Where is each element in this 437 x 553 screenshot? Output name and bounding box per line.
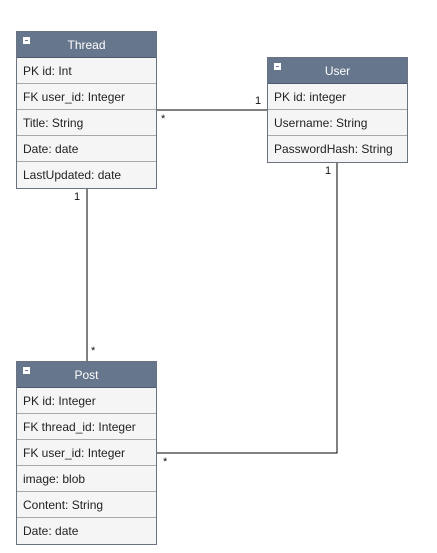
user-field-passwordhash[interactable]: PasswordHash: String <box>268 136 407 162</box>
collapse-icon[interactable] <box>23 367 30 374</box>
multiplicity-thread-user-user-end: 1 <box>255 95 262 107</box>
thread-field-pk-id[interactable]: PK id: Int <box>17 58 156 84</box>
post-field-content[interactable]: Content: String <box>17 492 156 518</box>
post-field-image[interactable]: image: blob <box>17 466 156 492</box>
thread-field-title[interactable]: Title: String <box>17 110 156 136</box>
post-header[interactable]: Post <box>17 362 156 388</box>
user-field-username[interactable]: Username: String <box>268 110 407 136</box>
collapse-icon[interactable] <box>23 37 30 44</box>
user-post-connector <box>157 162 338 454</box>
multiplicity-thread-post-thread-end: 1 <box>74 191 81 203</box>
user-header[interactable]: User <box>268 58 407 84</box>
multiplicity-thread-user-thread-end: * <box>161 113 166 125</box>
collapse-icon[interactable] <box>274 63 281 70</box>
user-field-pk-id[interactable]: PK id: integer <box>268 84 407 110</box>
post-entity[interactable]: Post PK id: Integer FK thread_id: Intege… <box>16 361 157 545</box>
post-field-pk-id[interactable]: PK id: Integer <box>17 388 156 414</box>
thread-field-lastupdated[interactable]: LastUpdated: date <box>17 162 156 188</box>
post-field-fk-thread-id[interactable]: FK thread_id: Integer <box>17 414 156 440</box>
multiplicity-thread-post-post-end: * <box>91 345 96 357</box>
thread-field-fk-user-id[interactable]: FK user_id: Integer <box>17 84 156 110</box>
post-field-fk-user-id[interactable]: FK user_id: Integer <box>17 440 156 466</box>
post-title: Post <box>74 367 99 382</box>
user-title: User <box>324 63 351 78</box>
thread-field-date[interactable]: Date: date <box>17 136 156 162</box>
user-entity[interactable]: User PK id: integer Username: String Pas… <box>267 57 408 163</box>
multiplicity-user-post-post-end: * <box>163 456 168 468</box>
multiplicity-user-post-user-end: 1 <box>325 165 332 177</box>
post-field-date[interactable]: Date: date <box>17 518 156 544</box>
thread-entity[interactable]: Thread PK id: Int FK user_id: Integer Ti… <box>16 31 157 189</box>
thread-header[interactable]: Thread <box>17 32 156 58</box>
thread-title: Thread <box>67 37 106 52</box>
